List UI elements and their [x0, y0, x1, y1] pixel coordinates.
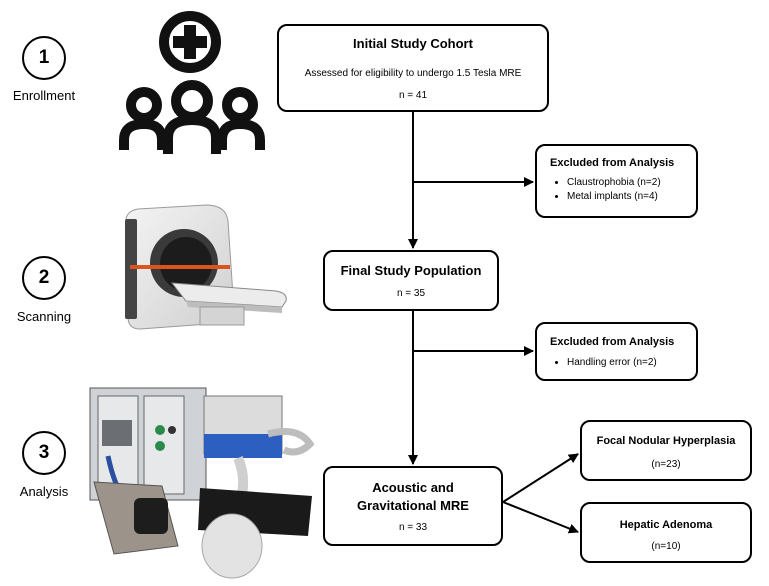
excluded-1-item: Claustrophobia (n=2)	[567, 176, 661, 190]
acoustic-mre-box: Acoustic and Gravitational MRE n = 33	[323, 466, 503, 546]
excluded-1-list: Claustrophobia (n=2) Metal implants (n=4…	[537, 176, 661, 204]
final-population-n: n = 35	[396, 288, 426, 299]
final-population-title: Final Study Population	[340, 263, 482, 278]
excluded-2-item: Handling error (n=2)	[567, 356, 657, 370]
mri-scanner-icon	[125, 204, 287, 330]
step-1-number: 1	[38, 47, 50, 68]
fnh-title: Focal Nodular Hyperplasia	[596, 435, 736, 447]
ha-box: Hepatic Adenoma (n=10)	[580, 502, 752, 563]
arrow-to-fnh	[502, 453, 579, 503]
initial-cohort-desc: Assessed for eligibility to undergo 1.5 …	[304, 68, 522, 79]
excluded-1-item: Metal implants (n=4)	[567, 190, 661, 204]
step-3-number: 3	[38, 442, 50, 463]
step-1-circle: 1	[22, 36, 66, 80]
excluded-2-title: Excluded from Analysis	[550, 336, 675, 348]
excluded-box-2: Excluded from Analysis Handling error (n…	[535, 322, 698, 381]
excluded-1-title: Excluded from Analysis	[550, 157, 675, 169]
step-2-label: Scanning	[16, 309, 72, 324]
step-1-label: Enrollment	[12, 88, 76, 103]
acoustic-mre-title: Acoustic and Gravitational MRE	[325, 479, 501, 515]
ha-n: (n=10)	[651, 541, 681, 552]
arrow-to-ha	[502, 501, 579, 534]
initial-cohort-box: Initial Study Cohort Assessed for eligib…	[277, 24, 549, 112]
step-2-circle: 2	[22, 256, 66, 300]
step-2-number: 2	[38, 267, 50, 288]
acoustic-mre-title-line1: Acoustic and	[372, 480, 454, 495]
acoustic-mre-n: n = 33	[398, 522, 428, 533]
final-population-box: Final Study Population n = 35	[323, 250, 499, 311]
excluded-2-list: Handling error (n=2)	[537, 356, 657, 370]
mre-device-icon	[89, 387, 315, 579]
initial-cohort-n: n = 41	[398, 90, 428, 101]
step-3-label: Analysis	[19, 484, 69, 499]
initial-cohort-title: Initial Study Cohort	[353, 36, 473, 51]
excluded-box-1: Excluded from Analysis Claustrophobia (n…	[535, 144, 698, 218]
fnh-n: (n=23)	[651, 459, 681, 470]
ha-title: Hepatic Adenoma	[619, 519, 713, 531]
step-3-circle: 3	[22, 431, 66, 475]
people-plus-icon	[119, 11, 265, 154]
fnh-box: Focal Nodular Hyperplasia (n=23)	[580, 420, 752, 481]
acoustic-mre-title-line2: Gravitational MRE	[357, 498, 469, 513]
